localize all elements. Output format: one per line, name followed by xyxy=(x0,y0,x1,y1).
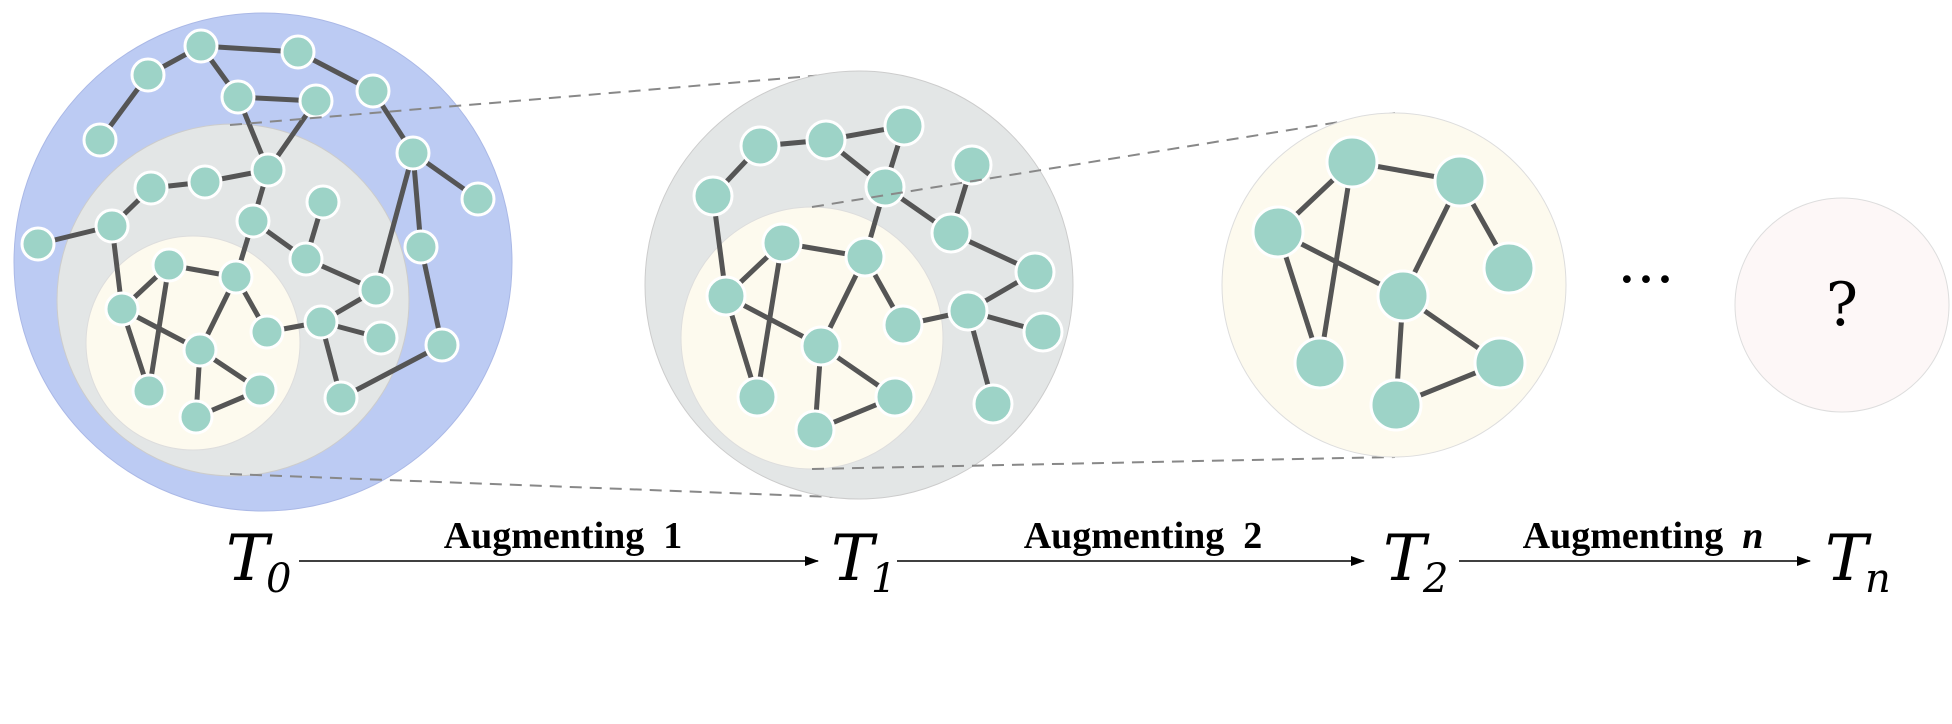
graph-tn: ? xyxy=(1734,197,1950,413)
nodes-t0 xyxy=(20,28,496,435)
node xyxy=(218,259,254,295)
node xyxy=(130,57,166,93)
node xyxy=(930,212,972,254)
node xyxy=(20,226,56,262)
stage-label-t0: T 0 xyxy=(226,522,291,602)
zoom-line-bottom-t1-t2 xyxy=(811,456,1396,470)
node xyxy=(363,320,399,356)
node xyxy=(761,222,803,264)
stage-label-tn: T n xyxy=(1825,522,1891,602)
graph-t2 xyxy=(1221,112,1567,458)
step-num: 1 xyxy=(654,515,683,557)
node xyxy=(242,372,278,408)
step-num: 2 xyxy=(1234,515,1263,557)
stage-sub: 2 xyxy=(1422,556,1448,602)
node xyxy=(844,236,886,278)
step-text: Augmenting xyxy=(1523,515,1724,557)
node xyxy=(323,380,359,416)
step-text: Augmenting xyxy=(444,515,645,557)
node xyxy=(250,152,286,188)
node xyxy=(94,208,130,244)
stage-sub: 1 xyxy=(871,556,896,602)
node xyxy=(805,119,847,161)
step-text: Augmenting xyxy=(1024,515,1225,557)
node xyxy=(800,325,842,367)
node xyxy=(133,170,169,206)
node xyxy=(131,373,167,409)
node xyxy=(249,314,285,350)
node xyxy=(235,203,271,239)
node xyxy=(1251,205,1305,259)
node xyxy=(1014,251,1056,293)
node xyxy=(1369,378,1423,432)
node xyxy=(288,241,324,277)
node xyxy=(864,166,906,208)
node xyxy=(358,272,394,308)
node xyxy=(951,144,993,186)
node xyxy=(424,327,460,363)
step-num: n xyxy=(1733,515,1764,557)
node xyxy=(220,79,256,115)
timeline: T 0 T 1 T 2 T n Augmenting 1 xyxy=(226,515,1891,602)
node xyxy=(1293,336,1347,390)
node xyxy=(460,181,496,217)
stage-label-t1: T 1 xyxy=(831,522,896,602)
node xyxy=(1482,241,1536,295)
node xyxy=(705,275,747,317)
node xyxy=(1433,154,1487,208)
node xyxy=(183,28,219,64)
nodes-t2 xyxy=(1251,135,1536,432)
node xyxy=(692,175,734,217)
node xyxy=(947,290,989,332)
node xyxy=(1473,336,1527,390)
step-label-2: Augmenting 2 xyxy=(1024,515,1263,557)
node xyxy=(182,332,218,368)
node xyxy=(187,164,223,200)
stage-var: T xyxy=(1383,522,1430,596)
unknown-mark: ? xyxy=(1826,270,1858,340)
stage-var: T xyxy=(831,522,878,596)
step-label-1: Augmenting 1 xyxy=(444,515,683,557)
region-unknown-tn xyxy=(1734,197,1950,413)
stage-var: T xyxy=(226,522,273,596)
node xyxy=(303,304,339,340)
node xyxy=(874,376,916,418)
node xyxy=(280,34,316,70)
node xyxy=(403,229,439,265)
ellipsis: ··· xyxy=(1617,245,1674,315)
node xyxy=(1325,135,1379,189)
node xyxy=(883,105,925,147)
zoom-line-top-t0-t1 xyxy=(229,71,861,126)
stage-label-t2: T 2 xyxy=(1383,522,1448,602)
graph-t0 xyxy=(13,12,513,512)
step-label-n: Augmenting n xyxy=(1523,515,1764,557)
node xyxy=(178,399,214,435)
stage-var: T xyxy=(1825,522,1872,596)
node xyxy=(298,83,334,119)
node xyxy=(739,125,781,167)
node xyxy=(305,184,341,220)
node xyxy=(82,122,118,158)
node xyxy=(104,291,140,327)
zoom-line-bottom-t0-t1 xyxy=(229,473,861,499)
node xyxy=(972,383,1014,425)
node xyxy=(794,409,836,451)
node xyxy=(355,73,391,109)
stage-sub: 0 xyxy=(266,556,291,602)
node xyxy=(395,135,431,171)
node xyxy=(151,247,187,283)
node xyxy=(1376,269,1430,323)
graph-t1 xyxy=(644,70,1074,500)
stage-sub: n xyxy=(1865,556,1891,602)
node xyxy=(882,304,924,346)
node xyxy=(1022,311,1064,353)
node xyxy=(736,376,778,418)
